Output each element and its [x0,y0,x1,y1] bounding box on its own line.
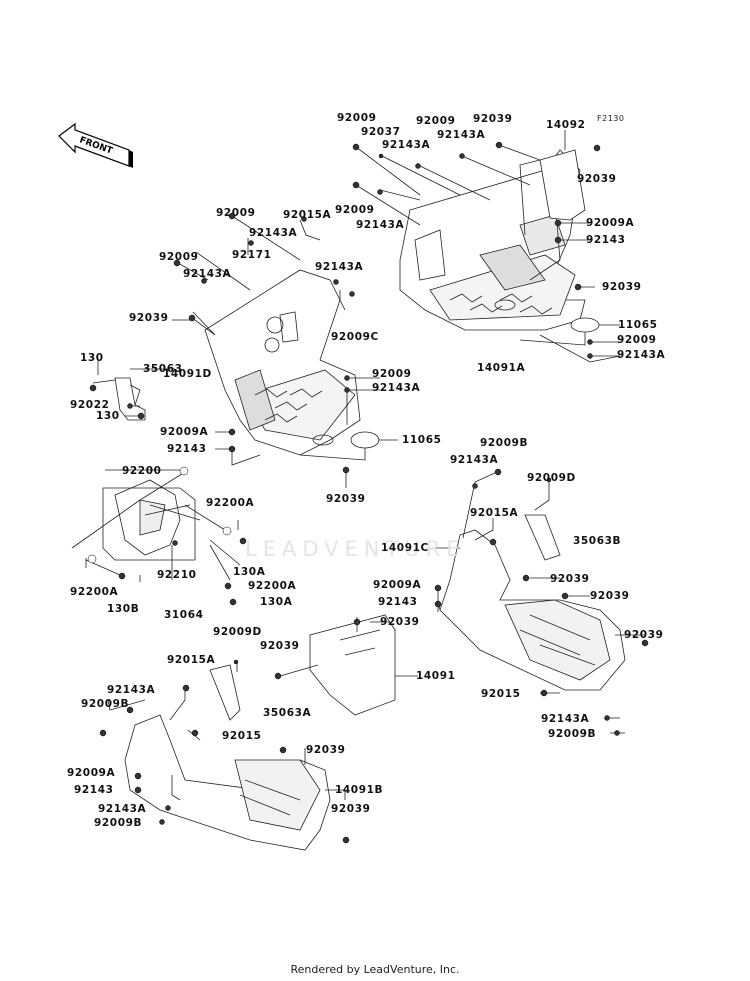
part-label[interactable]: 92015A [283,209,332,221]
part-label[interactable]: 92009 [372,368,412,380]
part-label[interactable]: 14091C [381,542,429,554]
part-label[interactable]: 92009 [337,112,377,124]
part-label[interactable]: 92143A [450,454,499,466]
part-label[interactable]: 92200A [70,586,119,598]
cap-11065-lower [350,431,380,449]
part-label[interactable]: 92009 [335,204,375,216]
part-label[interactable]: 92143A [315,261,364,273]
part-label[interactable]: 35063B [573,535,622,547]
part-label[interactable]: 92009C [331,331,379,343]
part-label[interactable]: 92039 [473,113,513,125]
part-label[interactable]: 14091D [163,368,212,380]
part-label[interactable]: 92200 [122,465,162,477]
part-label[interactable]: 92009 [416,115,456,127]
part-label[interactable]: 11065 [402,434,442,446]
part-label[interactable]: 92009B [548,728,597,740]
part-label[interactable]: 92171 [232,249,272,261]
part-label[interactable]: 92009 [159,251,199,263]
part-label[interactable]: 130B [107,603,140,615]
part-label[interactable]: 92143A [107,684,156,696]
part-label[interactable]: 92039 [260,640,300,652]
part-label[interactable]: 92143A [617,349,666,361]
watermark: LEADVENTURE [245,537,466,561]
part-label[interactable]: 92200A [248,580,297,592]
part-label[interactable]: 92143 [378,596,418,608]
footer-credit: Rendered by LeadVenture, Inc. [290,963,460,976]
part-label[interactable]: 92039 [624,629,664,641]
part-label[interactable]: 92039 [577,173,617,185]
part-label[interactable]: 92022 [70,399,110,411]
figure-code: F2130 [597,114,625,123]
part-label[interactable]: 92039 [129,312,169,324]
strip-35063a [209,664,241,721]
part-label[interactable]: 92143 [74,784,114,796]
part-label[interactable]: 92143A [541,713,590,725]
part-label[interactable]: 14091B [335,784,384,796]
part-label[interactable]: 92015 [481,688,521,700]
part-label[interactable]: 92009A [160,426,209,438]
part-label[interactable]: 92039 [602,281,642,293]
strip-35063b [524,514,561,561]
part-label[interactable]: 92143A [437,129,486,141]
part-label[interactable]: 35063A [263,707,312,719]
cap-11065-upper [570,317,600,333]
part-label[interactable]: 130 [96,410,120,422]
part-label[interactable]: 31064 [164,609,204,621]
part-label[interactable]: 92143A [98,803,147,815]
part-label[interactable]: 130A [233,566,266,578]
part-label[interactable]: 92143A [183,268,232,280]
part-label[interactable]: 92009 [617,334,657,346]
floor-guard-14091a [399,149,586,331]
front-direction-arrow-icon: FRONT [58,122,133,168]
part-label[interactable]: 92143 [167,443,207,455]
part-label[interactable]: 92039 [380,616,420,628]
part-label[interactable]: 92009 [216,207,256,219]
part-label[interactable]: 92039 [306,744,346,756]
part-label[interactable]: 14091A [477,362,526,374]
part-label[interactable]: 92015A [470,507,519,519]
side-guard-14091b [124,664,331,851]
part-label[interactable]: 92039 [326,493,366,505]
part-label[interactable]: 92009B [81,698,130,710]
part-label[interactable]: 92009B [480,437,529,449]
part-label[interactable]: 92015A [167,654,216,666]
part-label[interactable]: 14091 [416,670,456,682]
part-label[interactable]: 11065 [618,319,658,331]
part-label[interactable]: 92009D [527,472,576,484]
part-label[interactable]: 92143A [372,382,421,394]
part-label[interactable]: 92015 [222,730,262,742]
part-label[interactable]: 92009A [67,767,116,779]
part-label[interactable]: 92009D [213,626,262,638]
part-label[interactable]: 92009A [373,579,422,591]
part-label[interactable]: 92200A [206,497,255,509]
part-label[interactable]: 92039 [331,803,371,815]
part-label[interactable]: 92143A [382,139,431,151]
part-label[interactable]: 130A [260,596,293,608]
part-label[interactable]: 14092 [546,119,586,131]
pedal-assembly-31064 [102,479,201,561]
cover-14091 [309,614,396,716]
part-label[interactable]: 92037 [361,126,401,138]
part-label[interactable]: 92143A [249,227,298,239]
part-label[interactable]: 92009A [586,217,635,229]
fasteners [87,141,649,844]
part-label[interactable]: 35063 [143,363,183,375]
part-label[interactable]: 130 [80,352,104,364]
part-label[interactable]: 92039 [590,590,630,602]
part-label[interactable]: 92009B [94,817,143,829]
plate-14092 [539,149,586,221]
floor-guard-14091d [204,269,361,456]
side-guard-14091c [439,514,626,691]
bracket-35063 [92,360,146,421]
part-label[interactable]: 92039 [550,573,590,585]
part-label[interactable]: 92210 [157,569,197,581]
part-label[interactable]: 92143A [356,219,405,231]
part-label[interactable]: 92143 [586,234,626,246]
